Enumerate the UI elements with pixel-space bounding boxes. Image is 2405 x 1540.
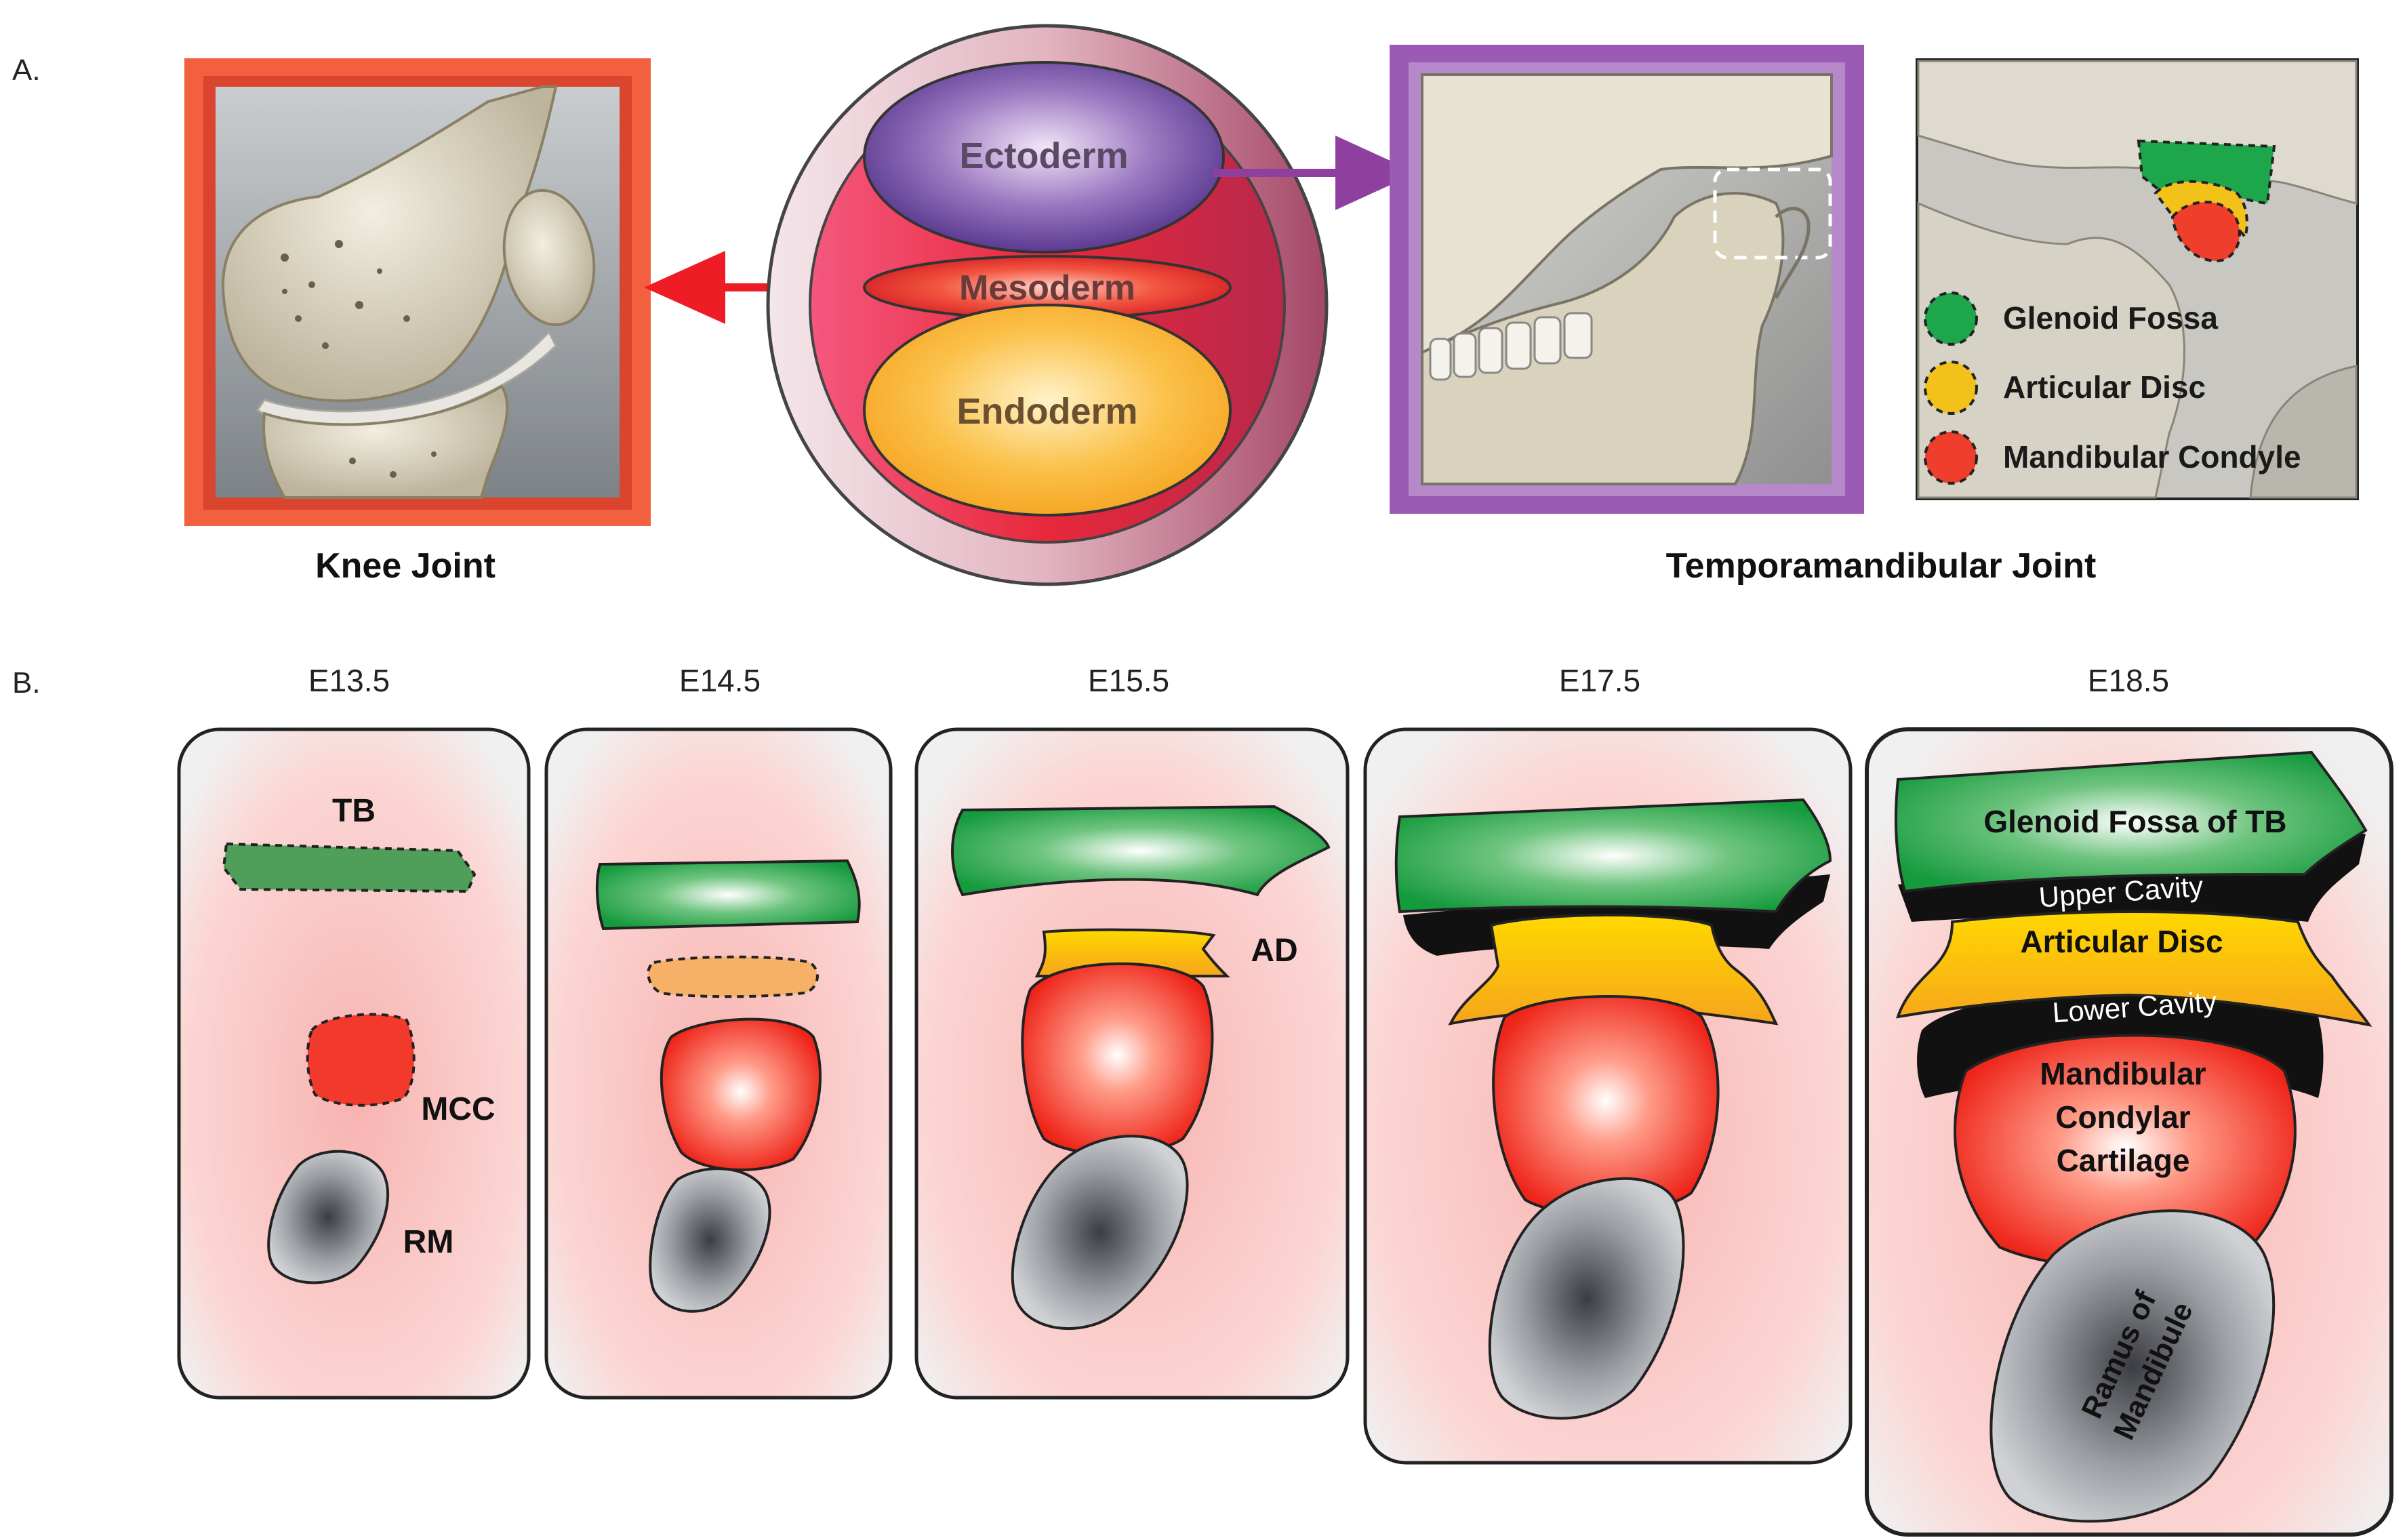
condyle-label-line-2: Condylar — [2055, 1099, 2190, 1135]
ramus-shape — [1989, 1209, 2276, 1523]
ramus-shape — [649, 1167, 771, 1313]
stage-e18-5: Glenoid Fossa of TB Upper Cavity Articul… — [1865, 727, 2393, 1537]
condyle-shape — [1492, 995, 1720, 1216]
tb-shape — [951, 805, 1331, 897]
germ-layer-diagram — [766, 24, 1329, 586]
condyle-shape — [1021, 962, 1214, 1156]
disc-label: Articular Disc — [2020, 924, 2223, 959]
tb-label: TB — [332, 793, 376, 829]
condyle-shape — [660, 1017, 822, 1172]
stage-label-e15-5: E15.5 — [1088, 663, 1169, 698]
stage-e13-5: TB MCC RM — [177, 727, 531, 1400]
legend-label-articular-disc: Articular Disc — [2003, 369, 2206, 405]
ramus-shape — [1488, 1177, 1685, 1420]
fossa-label: Glenoid Fossa of TB — [1983, 804, 2286, 839]
tmj-label: Temporamandibular Joint — [1666, 546, 2097, 586]
mcc-label: MCC — [421, 1091, 495, 1127]
endoderm-label: Endoderm — [956, 391, 1137, 432]
mandibular-condyle-highlight — [2170, 201, 2241, 263]
panel-b-label: B. — [12, 666, 41, 700]
stage-label-e14-5: E14.5 — [679, 663, 761, 698]
disc-shape — [1448, 914, 1779, 1026]
stage-label-e17-5: E17.5 — [1559, 663, 1640, 698]
tb-shape — [595, 859, 861, 931]
stage-e17-5 — [1363, 727, 1853, 1465]
stage-e14-5 — [544, 727, 893, 1400]
legend-label-glenoid-fossa: Glenoid Fossa — [2003, 300, 2218, 336]
tb-primordium — [222, 842, 477, 893]
ectoderm-arrow — [1213, 136, 1417, 210]
disc-primordium — [647, 955, 819, 998]
legend-swatch-glenoid-fossa — [1924, 291, 1978, 346]
stage-label-e13-5: E13.5 — [308, 663, 390, 698]
glenoid-fossa-shape — [1895, 750, 2368, 893]
stage-label-e18-5: E18.5 — [2088, 663, 2169, 698]
panel-a-label: A. — [12, 54, 41, 87]
legend-swatch-articular-disc — [1924, 361, 1978, 415]
rm-primordium — [267, 1150, 390, 1284]
knee-joint-label: Knee Joint — [315, 546, 496, 586]
mcc-primordium — [306, 1013, 416, 1107]
stage-e15-5: AD — [914, 727, 1350, 1400]
tmj-legend: Glenoid Fossa Articular Disc Mandibular … — [1924, 291, 2301, 485]
endoderm-layer — [863, 304, 1232, 516]
rm-label: RM — [403, 1224, 454, 1260]
ectoderm-layer — [863, 61, 1225, 254]
legend-swatch-mandibular-condyle — [1924, 430, 1978, 485]
articular-disc-shape — [1896, 910, 2372, 1027]
ramus-shape — [1011, 1135, 1189, 1331]
ectoderm-label: Ectoderm — [959, 136, 1128, 176]
tmj-zoom-image — [1916, 58, 2359, 500]
tmj-skull-image — [1390, 45, 1864, 514]
ad-shape — [1034, 928, 1230, 978]
condyle-label-line-3: Cartilage — [2057, 1143, 2190, 1178]
mesoderm-label: Mesoderm — [959, 268, 1135, 308]
condyle-label-line-1: Mandibular — [2040, 1056, 2206, 1091]
ad-label: AD — [1251, 933, 1297, 969]
legend-label-mandibular-condyle: Mandibular Condyle — [2003, 439, 2301, 474]
knee-joint-image — [184, 58, 651, 526]
tb-shape — [1394, 798, 1832, 914]
